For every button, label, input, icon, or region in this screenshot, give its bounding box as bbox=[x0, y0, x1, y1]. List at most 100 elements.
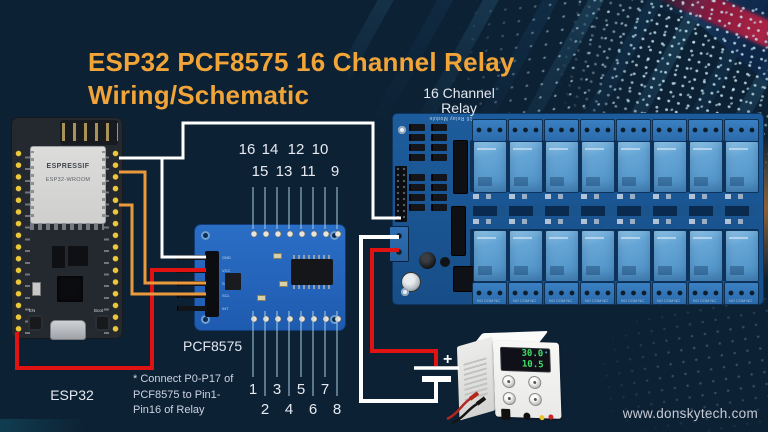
boot-button-label: Boot bbox=[94, 308, 104, 313]
relay bbox=[724, 141, 759, 193]
board-screw-hole bbox=[401, 288, 409, 296]
board-screw-hole bbox=[398, 126, 406, 134]
pin-number: 13 bbox=[275, 163, 293, 180]
smd-resistor bbox=[257, 295, 266, 301]
smd-chip bbox=[68, 246, 88, 266]
optocoupler-ic bbox=[431, 174, 447, 181]
pin-number: 1 bbox=[248, 381, 258, 398]
optocoupler-group bbox=[409, 124, 447, 161]
terminal-label: NO COM NC bbox=[728, 298, 753, 303]
crystal-component bbox=[32, 282, 41, 296]
relay-board-label: 16 Channel Relay bbox=[400, 86, 518, 116]
pin-number: 14 bbox=[261, 141, 279, 158]
relay bbox=[508, 230, 543, 282]
pin-number: 5 bbox=[296, 381, 306, 398]
pin-label-scl: SCL bbox=[222, 293, 230, 298]
optocoupler-ic bbox=[409, 204, 425, 211]
chip-pins bbox=[293, 255, 331, 259]
pin-number: 3 bbox=[272, 381, 282, 398]
mounting-hole bbox=[201, 231, 210, 240]
relay bbox=[652, 230, 687, 282]
pin-label-int: INT bbox=[222, 306, 229, 311]
relay bbox=[688, 141, 723, 193]
relay bbox=[652, 141, 687, 193]
optocoupler-ic bbox=[409, 154, 425, 161]
page-title: ESP32 PCF8575 16 Channel Relay Wiring/Sc… bbox=[88, 46, 515, 112]
bottom-left-decor bbox=[0, 419, 120, 432]
driver-ic bbox=[451, 206, 466, 256]
screw-terminal-bottom bbox=[724, 282, 759, 305]
relay bbox=[616, 230, 651, 282]
pin-number: 10 bbox=[311, 141, 329, 158]
esp32-left-silkscreen bbox=[25, 150, 30, 334]
capacitor-silver bbox=[401, 272, 421, 292]
alligator-lead-black bbox=[451, 402, 478, 425]
pin-number: 7 bbox=[320, 381, 330, 398]
smd-chip bbox=[52, 246, 65, 268]
micro-usb-port bbox=[50, 320, 86, 340]
esp32-right-pins bbox=[111, 148, 120, 335]
pin-number: 16 bbox=[238, 141, 256, 158]
optocoupler-ic bbox=[431, 154, 447, 161]
driver-ic bbox=[453, 140, 468, 194]
wire-orange-sda bbox=[119, 170, 206, 285]
note-line3: Pin16 of Relay bbox=[133, 404, 205, 416]
pcf8575-board: GND VCC SDA SCL INT bbox=[178, 225, 345, 330]
terminal-label: NO COM NC bbox=[476, 298, 501, 303]
optocoupler-group bbox=[409, 174, 447, 211]
i2c-header bbox=[205, 251, 219, 317]
mounting-hole bbox=[201, 315, 210, 324]
wire-white-signal bbox=[119, 121, 401, 220]
note-line2: PCF8575 to Pin1- bbox=[133, 388, 221, 401]
battery-plus-sign: + bbox=[443, 351, 452, 368]
pin-number: 12 bbox=[287, 141, 305, 158]
alligator-lead-red bbox=[446, 397, 471, 421]
esp32-shield: ESPRESSIF ESP32-WROOM bbox=[30, 146, 106, 224]
terminal-label: NO COM NC bbox=[656, 298, 681, 303]
smd-resistor bbox=[279, 281, 288, 287]
middle-components-row bbox=[473, 194, 757, 199]
top-pad-row bbox=[248, 229, 344, 239]
note-line1: * Connect P0-P17 of bbox=[133, 373, 234, 385]
en-button-label: EN bbox=[29, 308, 36, 313]
relay bbox=[472, 230, 507, 282]
chip-pins bbox=[293, 285, 331, 289]
title-line-1: ESP32 PCF8575 16 Channel Relay bbox=[88, 47, 515, 77]
optocoupler-ic bbox=[431, 204, 447, 211]
pin-number: 2 bbox=[260, 401, 270, 418]
pcf8575-chip bbox=[291, 255, 333, 289]
en-button bbox=[28, 315, 43, 331]
optocoupler-ic bbox=[409, 184, 425, 191]
terminal-label: NO COM NC bbox=[584, 298, 609, 303]
optocoupler-ic bbox=[431, 194, 447, 201]
optocoupler-ic bbox=[409, 174, 425, 181]
smd-resistor bbox=[273, 253, 282, 259]
wire-red-power-positive bbox=[370, 248, 438, 366]
pin-label-gnd: GND bbox=[222, 255, 231, 260]
esp32-left-pins bbox=[14, 148, 23, 335]
espressif-logo-text: ESPRESSIF bbox=[46, 163, 90, 170]
pcf8575-label: PCF8575 bbox=[183, 338, 243, 354]
pin-number: 11 bbox=[300, 163, 316, 180]
castellation bbox=[102, 151, 105, 217]
relay bbox=[544, 230, 579, 282]
screw-terminal-bottom bbox=[688, 282, 723, 305]
pin-number: 9 bbox=[330, 163, 340, 180]
esp32-label: ESP32 bbox=[50, 387, 94, 403]
header-pin-int bbox=[178, 306, 207, 311]
pin-number: 4 bbox=[284, 401, 294, 418]
esp32-module-text: ESP32-WROOM bbox=[45, 177, 91, 183]
wire-white-power-negative bbox=[359, 235, 438, 403]
castellation bbox=[31, 151, 34, 217]
screw-terminal-bottom bbox=[544, 282, 579, 305]
bottom-pad-row bbox=[248, 314, 344, 324]
screw-terminal-bottom bbox=[580, 282, 615, 305]
usb-uart-chip bbox=[57, 276, 83, 302]
esp32-board: ESPRESSIF ESP32-WROOM EN Boot bbox=[12, 118, 122, 340]
optocoupler-ic bbox=[409, 194, 425, 201]
optocoupler-ic bbox=[431, 184, 447, 191]
relay bbox=[508, 141, 543, 193]
wire-white-gnd-branch bbox=[160, 158, 206, 259]
